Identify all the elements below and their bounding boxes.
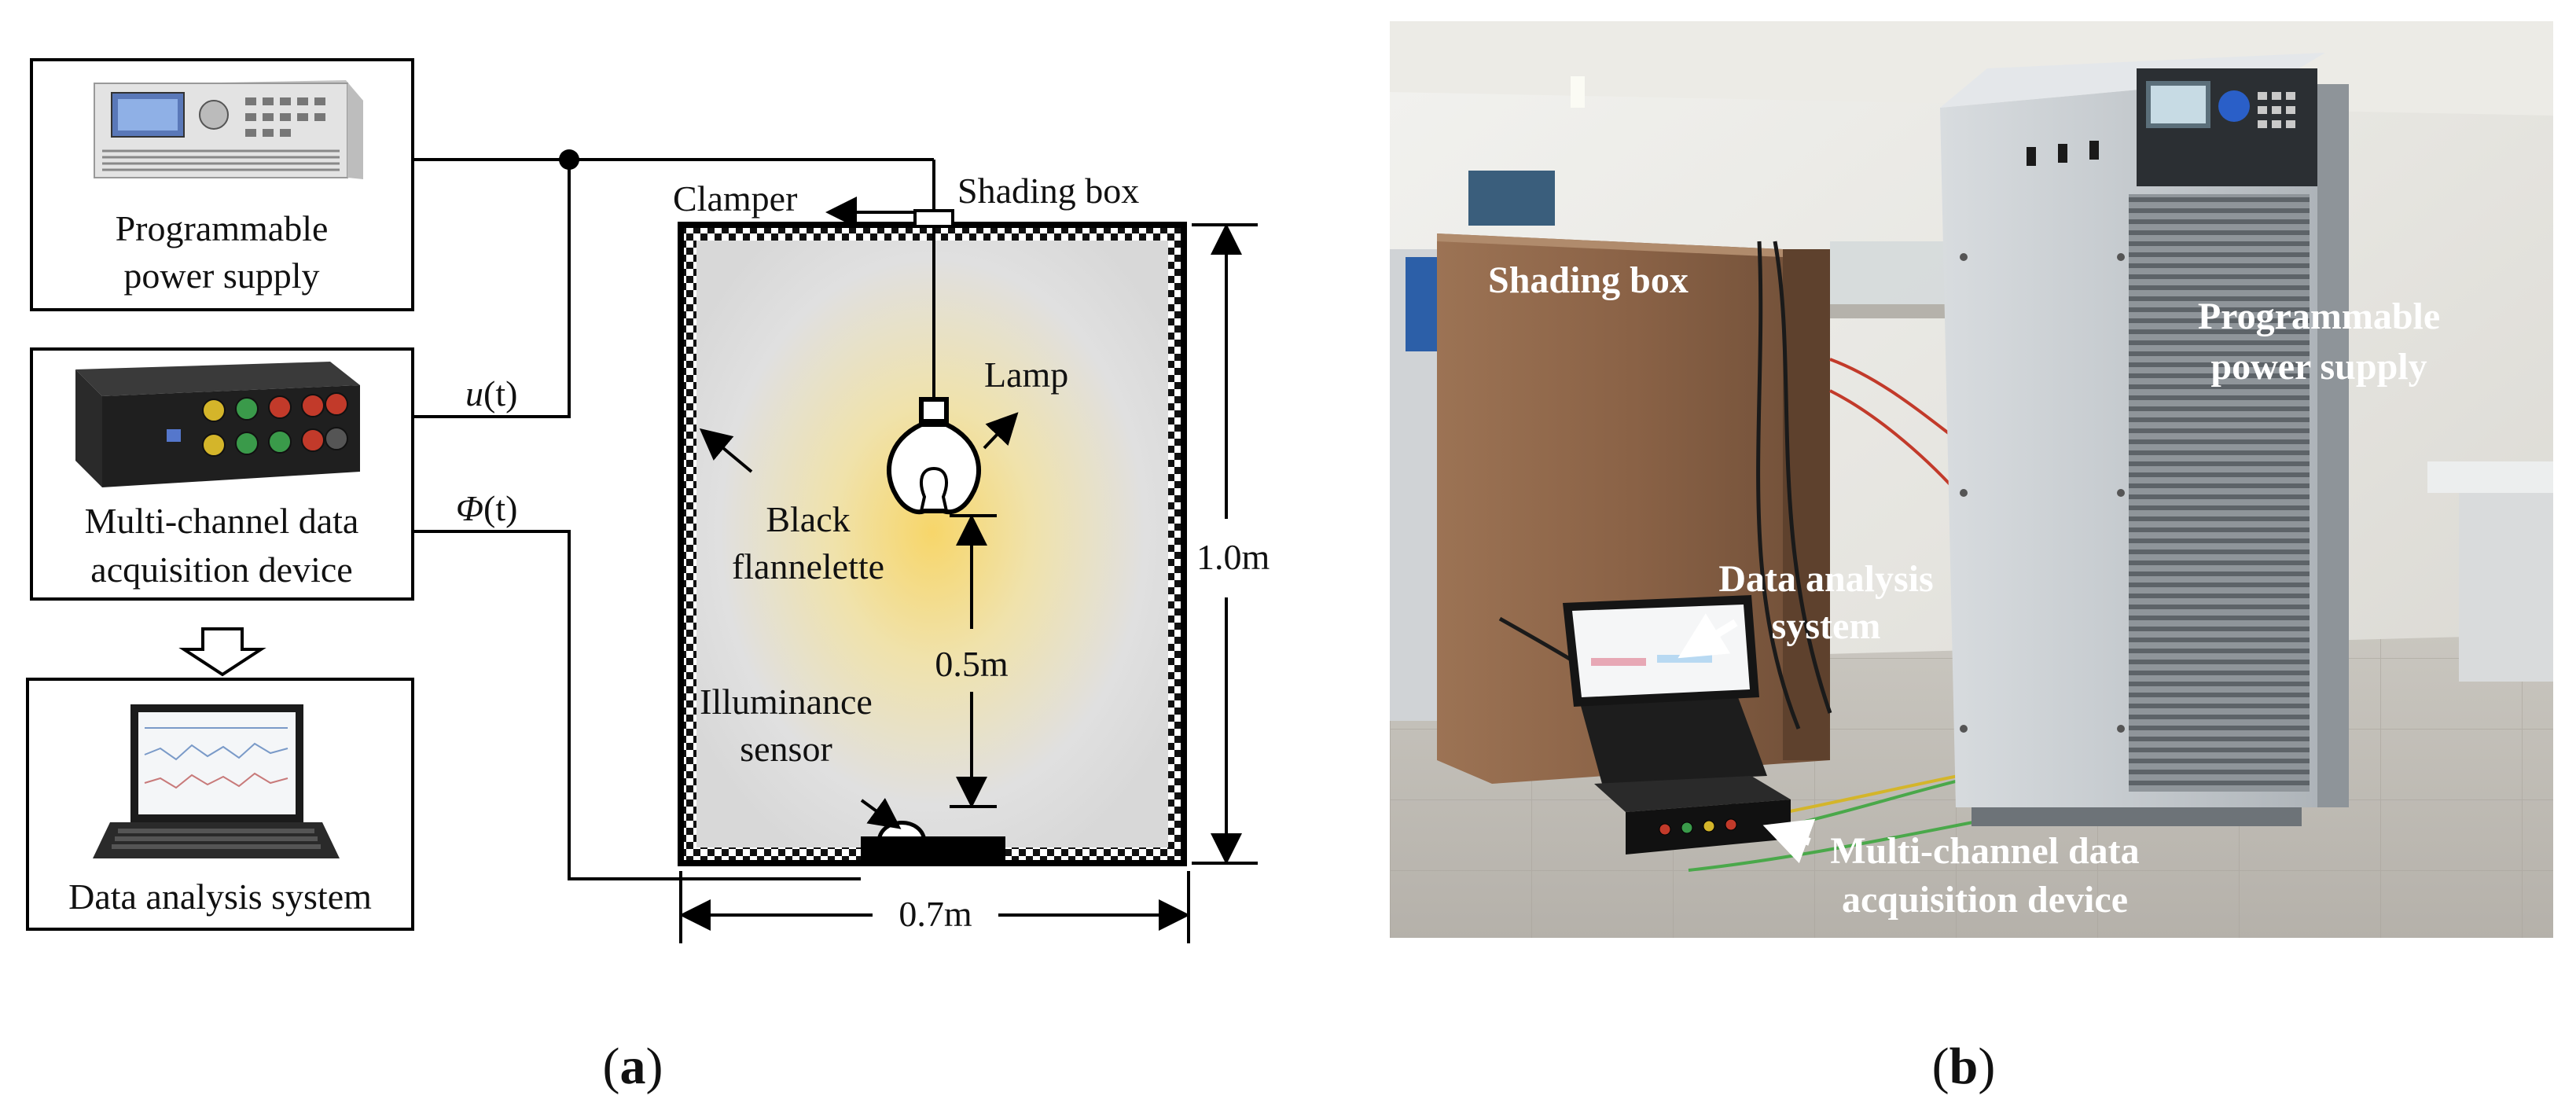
- dimension-0-7m-label: 0.7m: [898, 894, 972, 934]
- analysis-block: Data analysis system: [26, 678, 414, 931]
- flannelette-label-line1: Black: [766, 499, 850, 539]
- wiring: [413, 158, 935, 880]
- dimension-0-7m: [679, 871, 1190, 943]
- caption-a: (a): [603, 1038, 663, 1095]
- phi-signal-label: Φ(t): [456, 488, 517, 528]
- phi-signal-wire: [413, 530, 861, 880]
- daq-block: Multi-channel data acquisition device: [30, 347, 414, 601]
- daq-label-line1: Multi-channel data: [85, 501, 359, 541]
- photo-daq-label-line1: Multi-channel data: [1830, 830, 2139, 872]
- power-supply-label-line1: Programmable: [116, 208, 329, 248]
- lamp-label: Lamp: [984, 355, 1068, 395]
- photo-analysis-label-line1: Data analysis: [1718, 558, 1933, 600]
- power-supply-label-line2: power supply: [123, 255, 319, 296]
- sensor-arrow: [860, 798, 902, 829]
- caption-b: (b): [1932, 1038, 1996, 1095]
- photo-analysis-arrow: [1678, 613, 1738, 659]
- dimension-1-0m: [1192, 223, 1258, 865]
- power-supply-illustration: [94, 80, 363, 179]
- clamper-label: Clamper: [673, 178, 797, 219]
- daq-label-line2: acquisition device: [90, 549, 352, 590]
- lamp-arrow: [983, 412, 1019, 450]
- flannelette-label-line2: flannelette: [732, 546, 884, 586]
- dimension-0-5m-label: 0.5m: [935, 644, 1009, 684]
- dimension-1-0m-label: 1.0m: [1196, 537, 1270, 577]
- diagram-panel: Programmable power supply: [26, 58, 1270, 1095]
- dimension-0-5m: [950, 514, 997, 808]
- daq-illustration: [75, 362, 360, 487]
- shading-box-label: Shading box: [957, 171, 1139, 211]
- hollow-down-arrow: [178, 627, 266, 677]
- lab-photo: [1390, 21, 2553, 938]
- clamper: [913, 209, 954, 228]
- u-signal-wire: [413, 160, 571, 418]
- lamp-icon: [886, 397, 982, 515]
- photo-daq-arrow: [1762, 818, 1816, 864]
- power-supply-block: Programmable power supply: [30, 58, 414, 311]
- analysis-label: Data analysis system: [68, 877, 372, 917]
- u-signal-label: u(t): [465, 373, 517, 413]
- photo-shading-box-label: Shading box: [1488, 259, 1689, 301]
- photo-analysis-label-line2: system: [1772, 605, 1881, 647]
- photo-daq-label-line2: acquisition device: [1842, 879, 2128, 921]
- photo-power-supply-label-line1: Programmable: [2198, 296, 2440, 337]
- laptop-illustration: [93, 704, 340, 858]
- sensor-label-line1: Illuminance: [700, 682, 873, 722]
- flannelette-arrow: [699, 428, 753, 473]
- sensor-label-line2: sensor: [740, 729, 832, 769]
- photo-power-supply-label-line2: power supply: [2210, 346, 2427, 388]
- junction-dot: [559, 149, 579, 170]
- illuminance-sensor: [861, 821, 1005, 863]
- photo-panel: Shading box Programmable power supply Da…: [1390, 21, 2553, 1095]
